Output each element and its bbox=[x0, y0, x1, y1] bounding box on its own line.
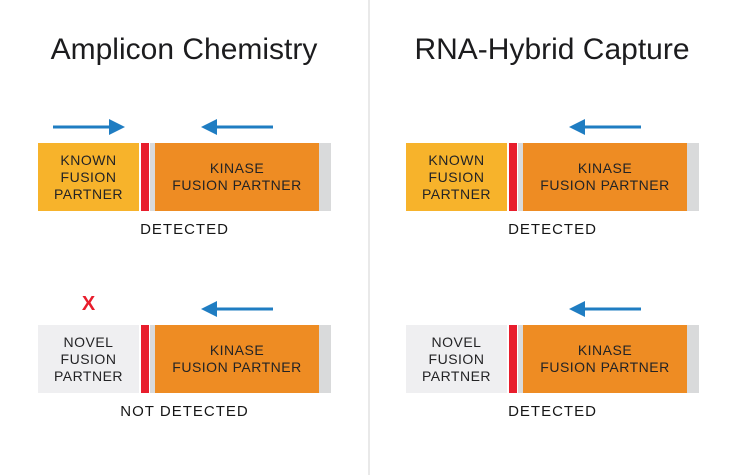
arrow-left-icon bbox=[201, 301, 273, 317]
novel-partner-block: NOVEL FUSION PARTNER bbox=[38, 325, 139, 393]
marker-row bbox=[38, 112, 331, 143]
fusion-diagram-known: KNOWN FUSION PARTNER KINASE FUSION PARTN… bbox=[406, 112, 699, 238]
arrow-left-icon bbox=[569, 301, 641, 317]
fusion-bar: KNOWN FUSION PARTNER KINASE FUSION PARTN… bbox=[406, 143, 699, 211]
endcap-stripe bbox=[687, 325, 699, 393]
panel-amplicon-chemistry: Amplicon Chemistry KNOWN FUS bbox=[38, 33, 331, 420]
marker-row bbox=[406, 294, 699, 325]
endcap-stripe bbox=[319, 325, 331, 393]
endcap-stripe bbox=[319, 143, 331, 211]
marker-row: X bbox=[38, 294, 331, 325]
status-label: DETECTED bbox=[508, 221, 597, 238]
fusion-bar: NOVEL FUSION PARTNER KINASE FUSION PARTN… bbox=[406, 325, 699, 393]
gap-stripe bbox=[518, 143, 523, 211]
status-label: DETECTED bbox=[508, 403, 597, 420]
kinase-partner-block: KINASE FUSION PARTNER bbox=[523, 325, 687, 393]
fusion-diagram-known: KNOWN FUSION PARTNER KINASE FUSION PARTN… bbox=[38, 112, 331, 238]
known-partner-block: KNOWN FUSION PARTNER bbox=[406, 143, 507, 211]
known-partner-block: KNOWN FUSION PARTNER bbox=[38, 143, 139, 211]
arrow-right-icon bbox=[52, 119, 125, 135]
breakpoint-stripe bbox=[141, 325, 149, 393]
kinase-partner-block: KINASE FUSION PARTNER bbox=[155, 325, 319, 393]
endcap-stripe bbox=[687, 143, 699, 211]
page-title: Amplicon Chemistry bbox=[50, 33, 318, 66]
breakpoint-stripe bbox=[509, 143, 517, 211]
status-label: DETECTED bbox=[140, 221, 229, 238]
fusion-diagram-novel: X NOVEL FUSION PARTNER KINASE FUSION PAR… bbox=[38, 294, 331, 420]
panel-rna-hybrid-capture: RNA-Hybrid Capture KNOWN FUSION PARTNER … bbox=[368, 0, 736, 475]
panel-divider bbox=[368, 0, 370, 475]
status-label: NOT DETECTED bbox=[120, 403, 249, 420]
breakpoint-stripe bbox=[509, 325, 517, 393]
arrow-left-icon bbox=[569, 119, 641, 135]
fusion-bar: NOVEL FUSION PARTNER KINASE FUSION PARTN… bbox=[38, 325, 331, 393]
breakpoint-stripe bbox=[141, 143, 149, 211]
gap-stripe bbox=[518, 325, 523, 393]
kinase-partner-block: KINASE FUSION PARTNER bbox=[155, 143, 319, 211]
x-icon: X bbox=[81, 293, 96, 315]
marker-row bbox=[406, 112, 699, 143]
fusion-bar: KNOWN FUSION PARTNER KINASE FUSION PARTN… bbox=[38, 143, 331, 211]
page-title: RNA-Hybrid Capture bbox=[414, 33, 690, 66]
gap-stripe bbox=[150, 325, 155, 393]
arrow-left-icon bbox=[201, 119, 273, 135]
kinase-partner-block: KINASE FUSION PARTNER bbox=[523, 143, 687, 211]
novel-partner-block: NOVEL FUSION PARTNER bbox=[406, 325, 507, 393]
fusion-diagram-novel: NOVEL FUSION PARTNER KINASE FUSION PARTN… bbox=[406, 294, 699, 420]
gap-stripe bbox=[150, 143, 155, 211]
